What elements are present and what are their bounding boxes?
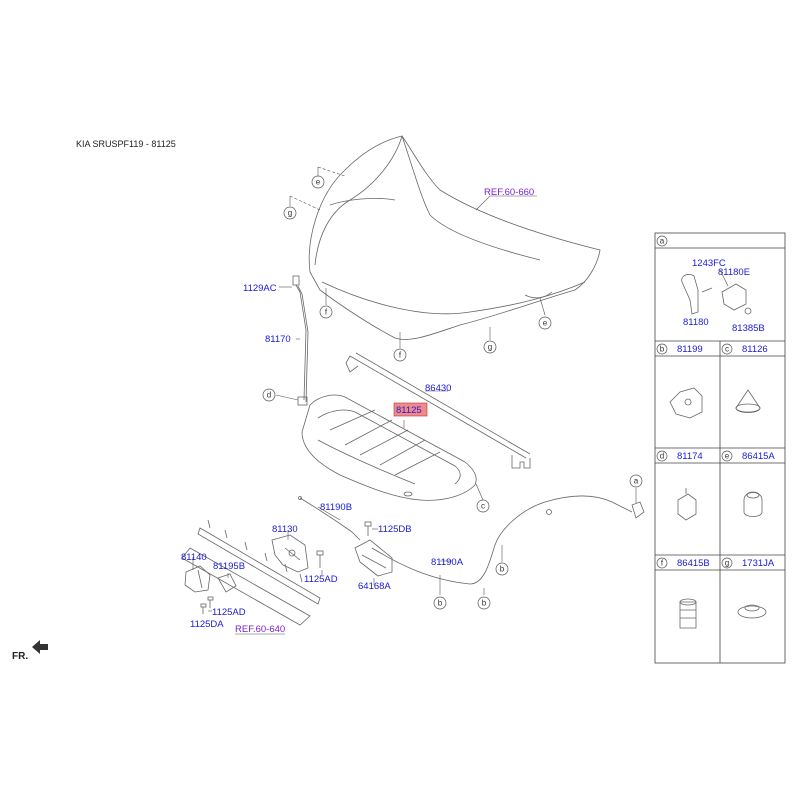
svg-text:e: e [725,452,730,461]
svg-text:f: f [661,559,664,568]
cable-clip-icon [669,387,703,419]
callout-b-center[interactable]: b [433,596,447,610]
svg-text:c: c [725,345,729,354]
legend-a-part-4: 81385B [732,323,765,334]
svg-text:f: f [325,308,328,317]
front-arrow-icon [32,640,48,654]
callout-b-right[interactable]: b [495,562,509,576]
safety-hook[interactable] [184,565,211,593]
label-64168A: 64168A [358,581,391,592]
rod-holder-icon [677,493,697,521]
callout-c[interactable]: c [476,499,490,513]
release-cable-upper[interactable] [299,497,361,541]
callout-a[interactable]: a [629,474,643,488]
ref-60-640-label[interactable]: REF.60-640 [235,624,285,635]
bolt-1125AD-bracket[interactable] [207,596,214,608]
bolt-1125AD-latch[interactable] [316,550,324,568]
ref-60-660-label[interactable]: REF.60-660 [484,187,534,198]
bumper-stop-icon [743,492,763,517]
label-86430: 86430 [425,383,451,394]
legend-cell-b[interactable]: b 81199 [656,343,703,419]
release-lever-icon [681,274,699,315]
label-1125AD-latch: 1125AD [304,574,338,585]
release-cable-lower[interactable] [371,495,633,585]
svg-text:a: a [634,477,639,486]
release-handle[interactable] [354,539,393,577]
legend-b-part: 81199 [677,344,703,355]
rubber-bumper-icon [679,601,697,629]
svg-text:b: b [660,345,665,354]
label-81130: 81130 [272,524,298,535]
bolt-1125DA[interactable] [200,603,207,614]
callout-g-top[interactable]: g [283,206,297,220]
legend-a-part-1: 1243FC [692,258,726,269]
legend-d-part: 81174 [677,451,703,462]
label-81190B: 81190B [320,502,352,513]
label-1129AC: 1129AC [243,283,277,294]
bolt-1125DB[interactable] [364,521,372,536]
legend-a-part-3: 81180 [683,317,709,328]
svg-text:f: f [399,351,402,360]
callout-f-left[interactable]: f [319,305,333,319]
callout-d[interactable]: d [262,388,276,402]
legend-cell-d[interactable]: d 81174 [656,450,703,521]
legend-cell-f[interactable]: f 86415B [656,557,710,629]
leader-lines [192,166,637,635]
callout-e-right[interactable]: e [538,316,552,330]
cable-bracket-a[interactable] [631,501,645,519]
lever-bracket-icon [721,283,747,311]
diagram-title: KIA SRUSPF119 - 81125 [76,139,176,149]
svg-text:e: e [316,178,321,187]
svg-text:d: d [660,452,664,461]
hood-stay-rod[interactable] [292,275,309,406]
svg-text:b: b [500,565,505,574]
svg-text:d: d [267,391,271,400]
hood-weatherstrip[interactable] [345,352,531,469]
svg-text:e: e [543,319,548,328]
label-1125DB: 1125DB [378,524,412,535]
callout-f-center[interactable]: f [393,348,407,362]
label-1125AD-bracket: 1125AD [212,607,246,618]
svg-text:g: g [288,209,292,218]
label-81125: 81125 [396,405,422,416]
legend-cell-a[interactable]: a 1243FC 81180E 81180 81385B [656,235,765,334]
clip-cone-icon [735,389,761,413]
front-panel [181,519,321,626]
hood-latch[interactable] [271,534,309,573]
svg-text:g: g [725,559,729,568]
fr-label: FR. [12,651,28,662]
label-1125DA: 1125DA [190,619,224,630]
svg-text:b: b [482,599,487,608]
svg-text:a: a [660,237,665,246]
label-81170: 81170 [265,334,291,345]
hood-panel[interactable] [308,135,601,340]
callout-b-lower[interactable]: b [477,596,491,610]
legend-f-part: 86415B [677,558,710,569]
svg-text:g: g [488,343,492,352]
legend-cell-g[interactable]: g 1731JA [721,557,775,619]
legend-a-part-2: 81180E [718,267,750,278]
front-direction-indicator: FR. [12,640,48,662]
label-81195B: 81195B [213,561,245,572]
hood-insulator[interactable] [301,394,477,501]
legend-cell-e[interactable]: e 86415A [721,450,775,517]
grommet-icon [737,605,767,619]
callout-g-center[interactable]: g [483,340,497,354]
legend-g-part: 1731JA [742,558,775,569]
legend-c-part: 81126 [742,344,768,355]
callout-e-top[interactable]: e [311,175,325,189]
svg-text:b: b [438,599,443,608]
highlight-box-81125 [393,402,428,417]
label-81190A: 81190A [431,557,464,568]
legend-cell-c[interactable]: c 81126 [721,343,768,413]
svg-text:c: c [481,502,485,511]
bracket-81195B[interactable] [217,573,237,593]
label-81140: 81140 [181,552,207,563]
legend-grid [654,232,786,664]
legend-e-part: 86415A [742,451,775,462]
